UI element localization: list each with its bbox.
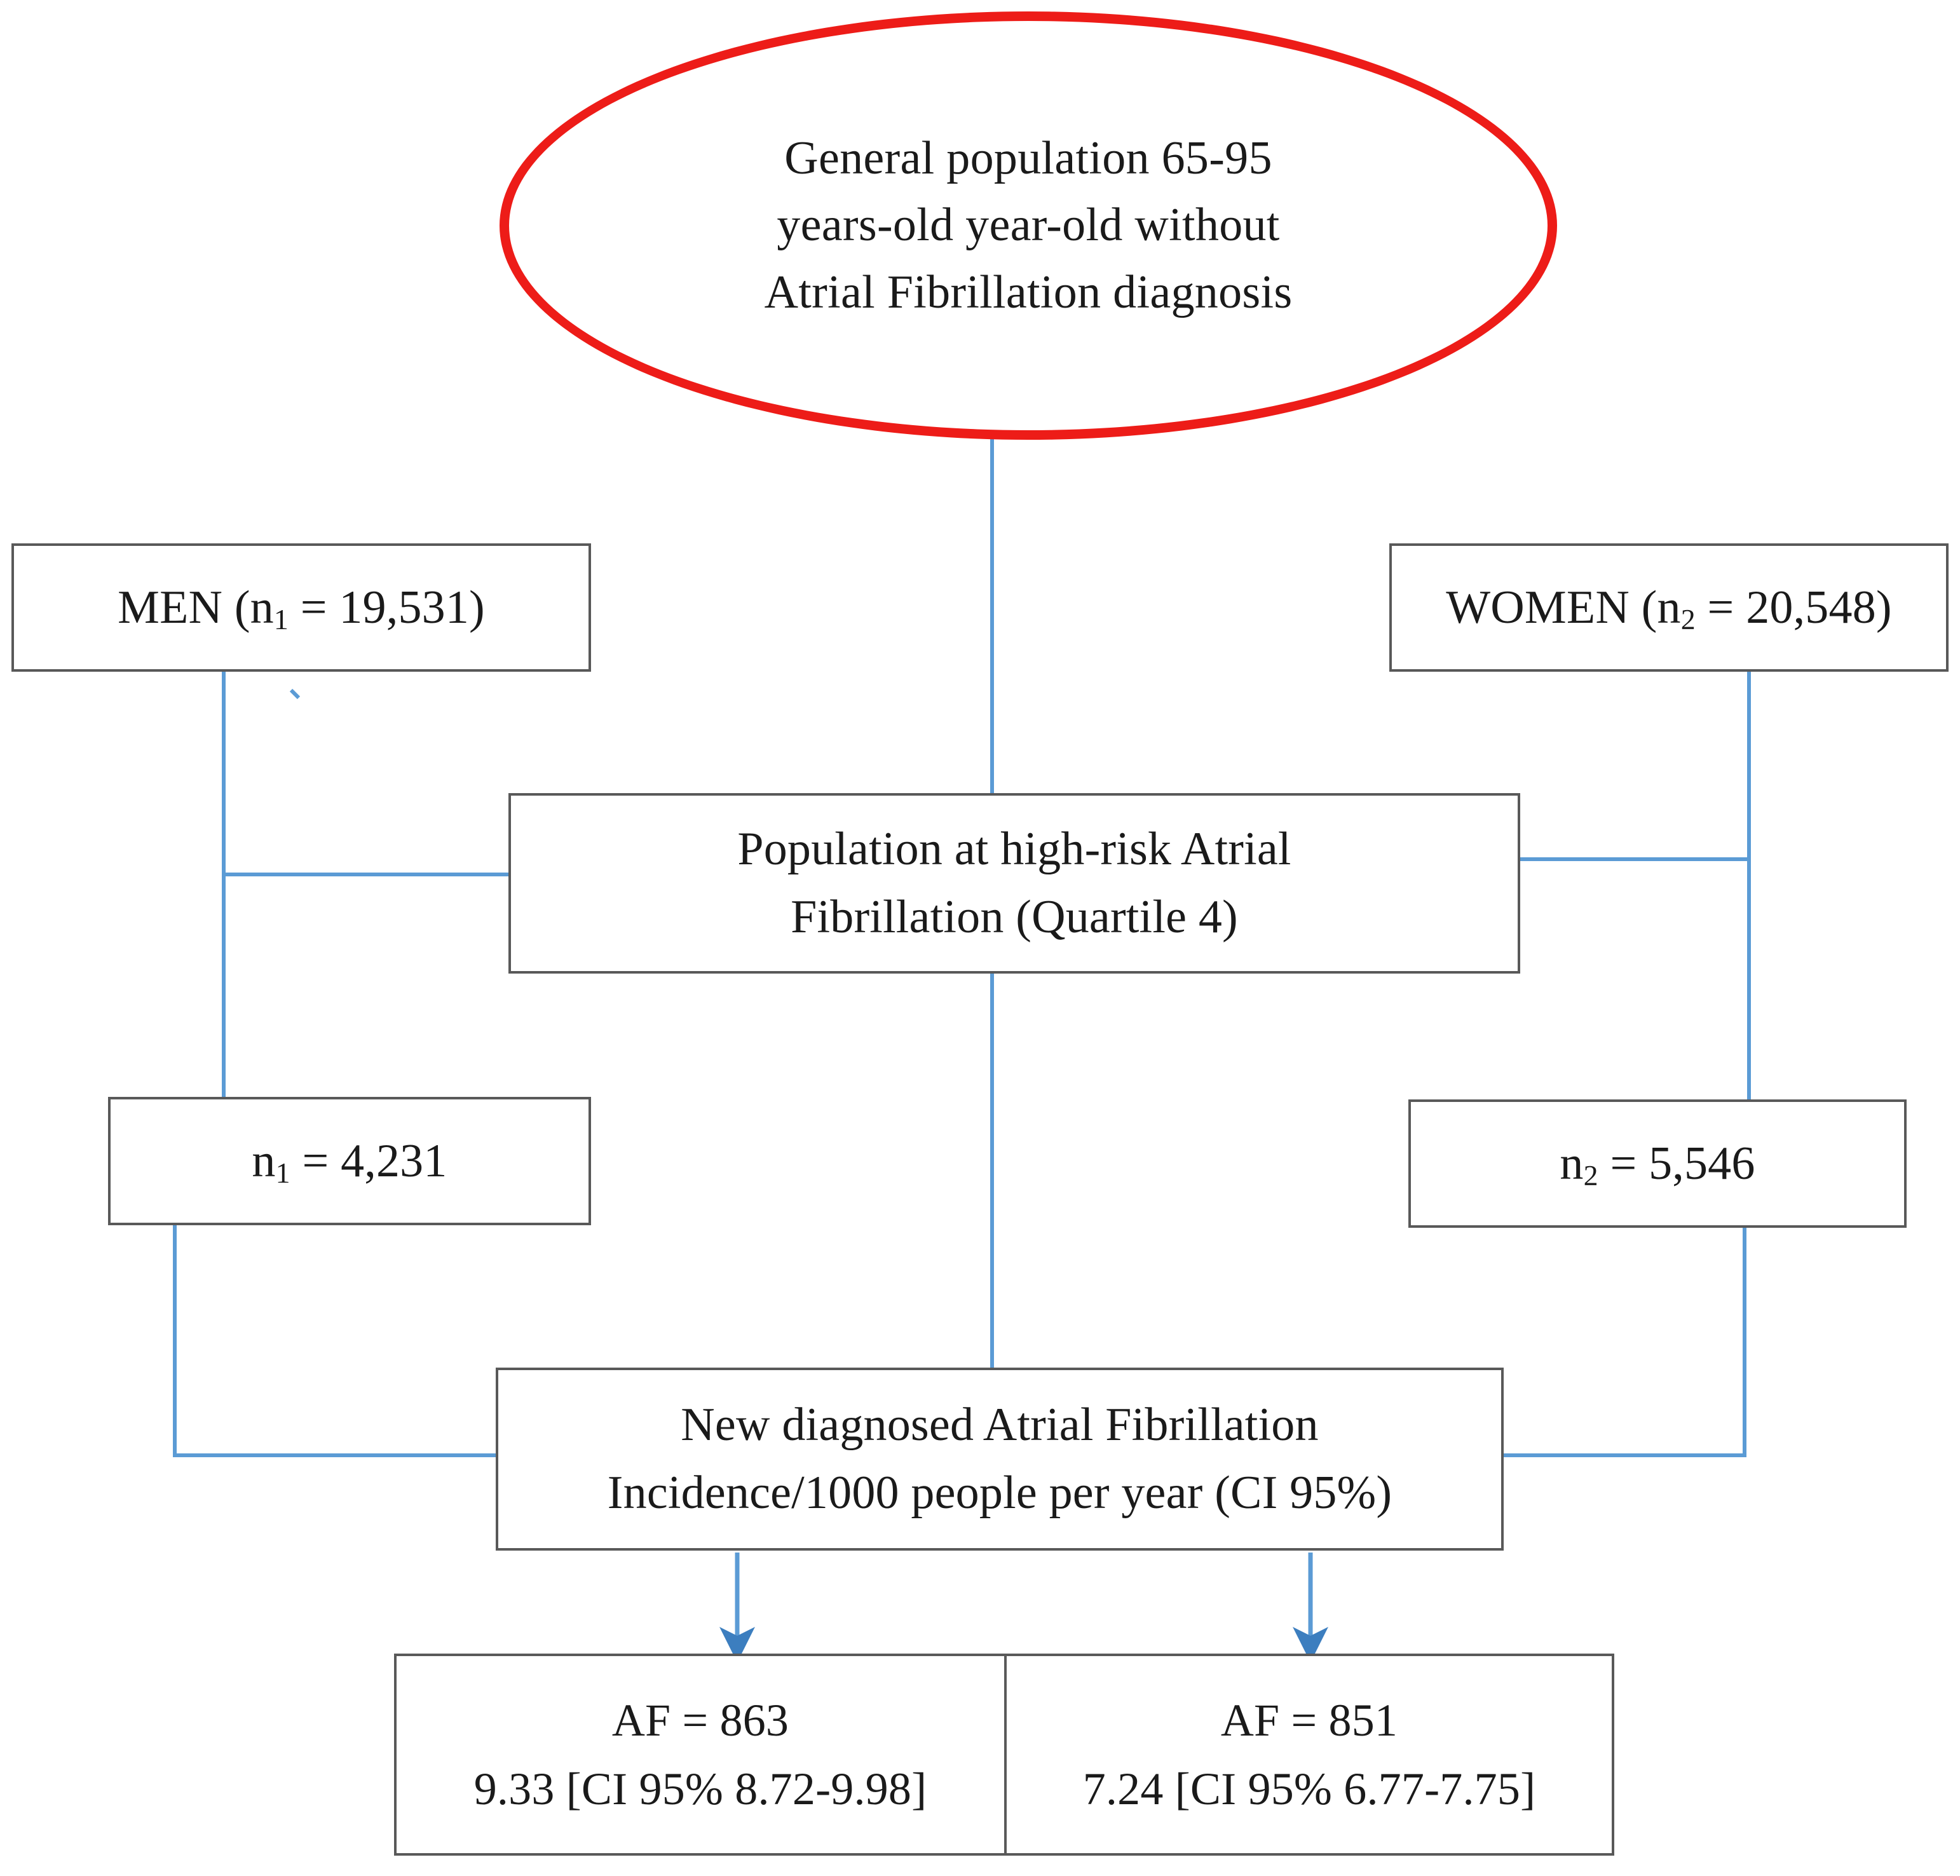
node-new-diagnosed-incidence: New diagnosed Atrial Fibrillation Incide… [496, 1368, 1504, 1551]
node-result-men-label: AF = 863 9.33 [CI 95% 8.72-9.98] [474, 1686, 927, 1823]
node-result-men-line-1: AF = 863 [611, 1695, 789, 1746]
node-new-diagnosed-line-2: Incidence/1000 people per year (CI 95%) [607, 1467, 1392, 1519]
root-node-label: General population 65-95 years-old year-… [672, 125, 1384, 325]
node-result-women-line-2: 7.24 [CI 95% 6.77-7.75] [1082, 1764, 1536, 1814]
node-high-risk-line-2: Fibrillation (Quartile 4) [791, 891, 1238, 943]
node-n2-label-prefix: n [1560, 1137, 1584, 1190]
node-high-risk-label: Population at high-risk Atrial Fibrillat… [511, 815, 1518, 951]
node-result-women-line-1: AF = 851 [1220, 1695, 1398, 1746]
node-women-label: WOMEN (n2 = 20,548) [1392, 574, 1946, 642]
node-high-risk-line-1: Population at high-risk Atrial [737, 823, 1291, 876]
node-result-women-label: AF = 851 7.24 [CI 95% 6.77-7.75] [1083, 1686, 1536, 1823]
connector-n2-to-newdx [1502, 1228, 1746, 1457]
root-line-2: years-old year-old without [777, 199, 1280, 252]
node-men-quartile4-label: n1 = 4,231 [111, 1127, 589, 1195]
stray-tick-mark [289, 688, 301, 700]
node-women-quartile4-label: n2 = 5,546 [1411, 1130, 1904, 1198]
node-result-women: AF = 851 7.24 [CI 95% 6.77-7.75] [1004, 1656, 1612, 1853]
node-results-container: AF = 863 9.33 [CI 95% 8.72-9.98] AF = 85… [394, 1654, 1614, 1856]
node-men: MEN (n1 = 19,531) [11, 543, 591, 672]
node-n1-label-suffix: = 4,231 [290, 1134, 447, 1187]
node-men-label-suffix: = 19,531) [289, 581, 485, 634]
node-high-risk-population: Population at high-risk Atrial Fibrillat… [508, 793, 1520, 974]
node-n2-label-subscript: 2 [1583, 1159, 1598, 1192]
node-men-label-subscript: 1 [273, 602, 289, 636]
root-line-3: Atrial Fibrillation diagnosis [764, 266, 1293, 318]
node-women: WOMEN (n2 = 20,548) [1389, 543, 1949, 672]
root-node-general-population: General population 65-95 years-old year-… [500, 11, 1557, 440]
node-result-men-line-2: 9.33 [CI 95% 8.72-9.98] [473, 1764, 927, 1814]
node-result-men: AF = 863 9.33 [CI 95% 8.72-9.98] [397, 1656, 1004, 1853]
node-new-diagnosed-line-1: New diagnosed Atrial Fibrillation [681, 1399, 1319, 1451]
node-women-label-subscript: 2 [1680, 602, 1696, 636]
connector-n1-to-newdx [173, 1225, 497, 1457]
node-men-quartile4: n1 = 4,231 [108, 1097, 591, 1225]
node-men-label: MEN (n1 = 19,531) [14, 574, 589, 642]
node-n1-label-prefix: n [252, 1134, 276, 1187]
node-women-quartile4: n2 = 5,546 [1408, 1099, 1907, 1228]
node-new-diagnosed-label: New diagnosed Atrial Fibrillation Incide… [498, 1391, 1501, 1526]
node-n1-label-subscript: 1 [275, 1156, 290, 1189]
node-men-label-prefix: MEN (n [118, 581, 274, 634]
root-line-1: General population 65-95 [784, 132, 1272, 185]
node-women-label-suffix: = 20,548) [1695, 581, 1892, 634]
node-women-label-prefix: WOMEN (n [1446, 581, 1681, 634]
node-n2-label-suffix: = 5,546 [1598, 1137, 1755, 1190]
